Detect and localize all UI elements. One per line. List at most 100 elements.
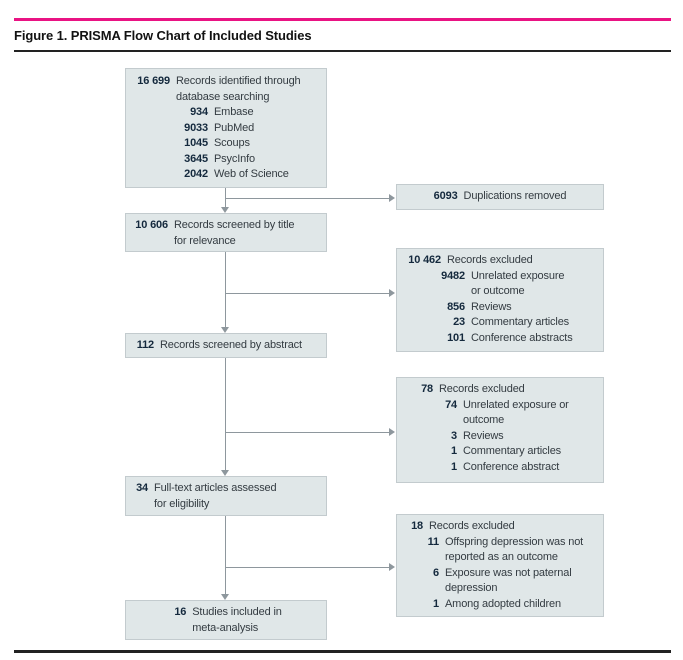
row-label: Commentary articles: [471, 316, 570, 328]
figure-title: Figure 1. PRISMA Flow Chart of Included …: [14, 28, 312, 43]
row-label: Records screened by abstract: [160, 339, 302, 351]
row-label: Duplications removed: [463, 190, 567, 202]
count-value: 1: [451, 445, 457, 457]
row-label: Web of Science: [214, 168, 289, 180]
count-value: 16 699: [137, 75, 170, 87]
count-value: 11: [427, 535, 439, 548]
count-value: 1: [433, 597, 439, 610]
row-label: Exposure was not paternal depression: [445, 566, 572, 595]
title-divider: [14, 50, 671, 52]
connector-branch-excluded-abstract: [225, 432, 389, 433]
bottom-divider: [14, 650, 671, 653]
box-content: 18 Records excluded 11 Offspring depression…: [403, 519, 597, 612]
count-value: 10 462: [408, 254, 441, 266]
flow-row: 11 Offspring depression was not reported …: [403, 535, 597, 566]
count-value: 6: [433, 566, 439, 579]
count-value: 34: [136, 482, 148, 494]
flow-row: 856 Reviews: [403, 300, 597, 316]
row-label: PsycInfo: [214, 152, 255, 165]
row-label: Reviews: [471, 300, 512, 313]
flow-row: 34 Full-text articles assessed for eligib…: [132, 481, 320, 512]
count-value: 6093: [433, 190, 458, 202]
flow-row: 6093 Duplications removed: [434, 189, 567, 205]
count-value: 16: [174, 606, 187, 618]
count-value: 1045: [184, 137, 208, 149]
connector-branch-excluded-fulltext: [225, 567, 389, 568]
box-excluded-fulltext: 18 Records excluded 11 Offspring depression…: [396, 514, 604, 617]
count-value: 10 606: [135, 219, 168, 231]
row-label: Offspring depression was not reported as…: [445, 535, 584, 564]
box-content: 6093 Duplications removed: [434, 189, 567, 205]
box-content: 10 462 Records excluded 9482 Unrelated expo…: [403, 253, 597, 346]
flow-row: 10 462 Records excluded: [403, 253, 597, 269]
flow-row: 18 Records excluded: [403, 519, 597, 535]
arrowhead-down-icon: [221, 207, 229, 213]
flow-row: 934 Embase: [132, 105, 320, 121]
connector-abstract-to-fulltext: [225, 358, 226, 470]
row-label: Records excluded: [429, 520, 515, 532]
connector-identified-to-title: [225, 188, 226, 207]
count-value: 3: [451, 429, 457, 442]
count-value: 934: [190, 106, 208, 118]
row-label: Unrelated exposure or outcome: [471, 269, 565, 298]
box-duplications-removed: 6093 Duplications removed: [396, 184, 604, 210]
count-value: 18: [411, 520, 423, 532]
row-label: Conference abstract: [463, 460, 560, 473]
count-value: 2042: [184, 168, 208, 180]
accent-rule: [14, 18, 671, 21]
box-screened-by-title: 10 606 Records screened by title for rele…: [125, 213, 327, 252]
flow-row: 16 Studies included in meta-analysis: [170, 605, 282, 636]
row-label: Commentary articles: [463, 445, 562, 457]
connector-branch-duplications: [225, 198, 389, 199]
row-label: Unrelated exposure or outcome: [463, 398, 569, 427]
connector-title-to-abstract: [225, 252, 226, 327]
flow-row: 1 Conference abstract: [403, 460, 597, 476]
count-value: 9482: [441, 269, 465, 282]
flow-row: 3645 PsycInfo: [132, 152, 320, 168]
box-studies-included: 16 Studies included in meta-analysis: [125, 600, 327, 640]
row-label: Embase: [214, 106, 254, 118]
row-label: Records excluded: [447, 254, 533, 266]
row-label: Records screened by title for relevance: [174, 219, 295, 247]
arrowhead-right-icon: [389, 194, 395, 202]
count-value: 101: [447, 331, 465, 344]
box-fulltext-assessed: 34 Full-text articles assessed for eligib…: [125, 476, 327, 516]
row-label: Full-text articles assessed for eligibil…: [154, 482, 277, 510]
row-label: Reviews: [463, 429, 504, 442]
box-content: 16 Studies included in meta-analysis: [170, 605, 282, 636]
flow-row: 6 Exposure was not paternal depression: [403, 566, 597, 597]
count-value: 74: [445, 398, 457, 411]
count-value: 9033: [184, 121, 208, 134]
count-value: 856: [447, 300, 465, 313]
box-excluded-by-title: 10 462 Records excluded 9482 Unrelated expo…: [396, 248, 604, 352]
row-label: Records excluded: [439, 383, 525, 395]
flow-row: 3 Reviews: [403, 429, 597, 445]
row-label: Studies included in meta-analysis: [192, 606, 282, 634]
connector-fulltext-to-included: [225, 516, 226, 594]
box-content: 10 606 Records screened by title for rele…: [132, 218, 320, 249]
flow-row: 2042 Web of Science: [132, 167, 320, 183]
arrowhead-down-icon: [221, 327, 229, 333]
arrowhead-right-icon: [389, 289, 395, 297]
count-value: 1: [451, 460, 457, 473]
arrowhead-down-icon: [221, 470, 229, 476]
flow-row: 74 Unrelated exposure or outcome: [403, 398, 597, 429]
flow-row: 1 Commentary articles: [403, 444, 597, 460]
count-value: 3645: [184, 152, 208, 165]
arrowhead-right-icon: [389, 428, 395, 436]
